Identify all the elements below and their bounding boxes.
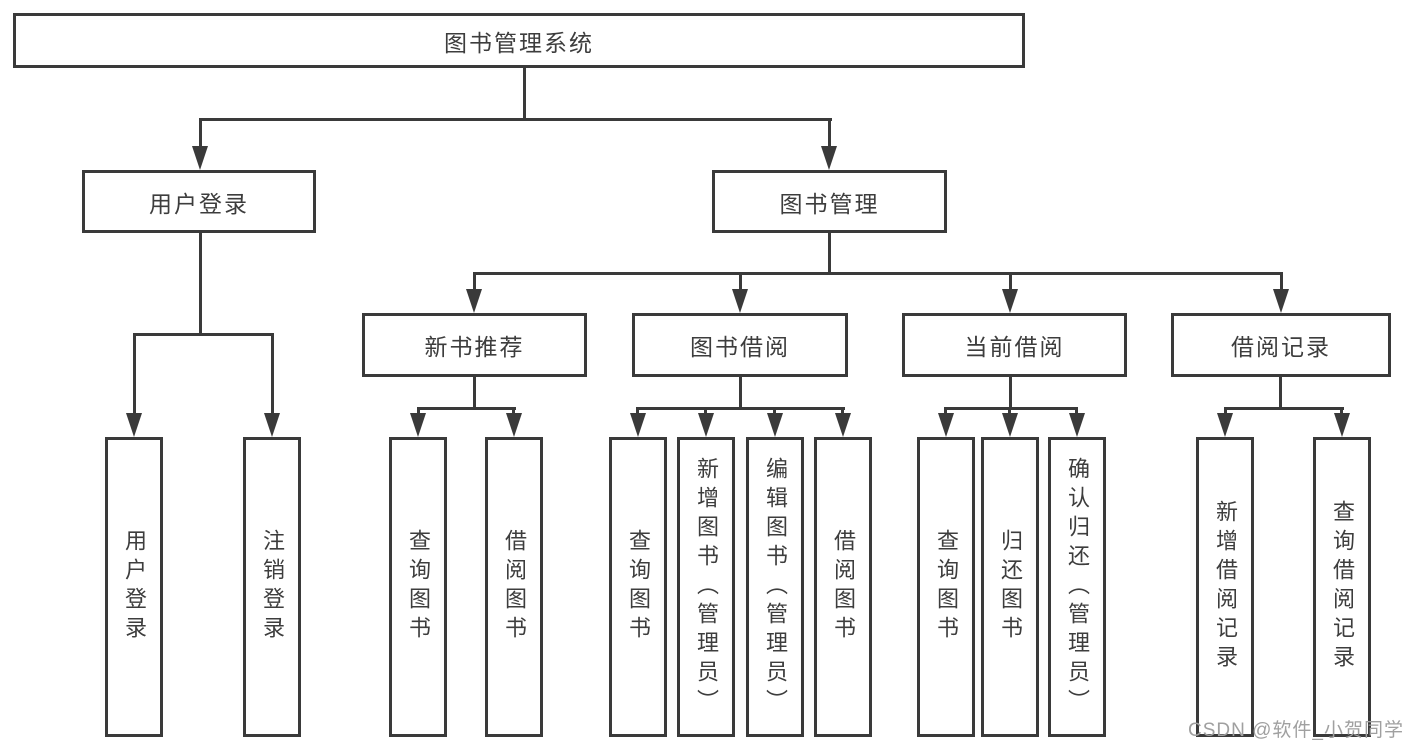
arrowhead-down bbox=[767, 413, 783, 437]
connector-to-leaf bbox=[271, 333, 274, 415]
node-book-borrow: 图书借阅 bbox=[632, 313, 848, 377]
arrowhead-down bbox=[264, 413, 280, 437]
leaf-edit-book-admin: 编辑图书（管理员） bbox=[746, 437, 804, 737]
leaf-logout-label: 注销登录 bbox=[260, 529, 285, 645]
arrowhead-down bbox=[732, 289, 748, 313]
connector-to-leaf bbox=[636, 407, 639, 416]
node-root: 图书管理系统 bbox=[13, 13, 1025, 68]
arrowhead-down bbox=[192, 146, 208, 170]
node-new-books: 新书推荐 bbox=[362, 313, 587, 377]
connector-to-user-login bbox=[199, 118, 202, 148]
leaf-add-borrow-record-label: 新增借阅记录 bbox=[1213, 500, 1238, 674]
arrowhead-down bbox=[1273, 289, 1289, 313]
connector-borrow-record-hline bbox=[1224, 407, 1344, 410]
connector-to-current-borrow bbox=[1009, 272, 1012, 292]
arrowhead-down bbox=[410, 413, 426, 437]
leaf-logout: 注销登录 bbox=[243, 437, 301, 737]
connector-user-login-stem bbox=[199, 233, 202, 336]
node-current-borrow-label: 当前借阅 bbox=[964, 334, 1065, 360]
leaf-query-books-current: 查询图书 bbox=[917, 437, 975, 737]
node-new-books-label: 新书推荐 bbox=[424, 334, 525, 360]
leaf-borrow-books-label: 借阅图书 bbox=[831, 529, 856, 645]
leaf-confirm-return-admin-label: 确认归还（管理员） bbox=[1065, 456, 1090, 718]
leaf-query-books-borrow-label: 查询图书 bbox=[626, 529, 651, 645]
leaf-add-book-admin-label: 新增图书（管理员） bbox=[694, 456, 719, 718]
connector-to-book-mgmt bbox=[828, 118, 831, 148]
connector-to-leaf bbox=[1008, 407, 1011, 416]
arrowhead-down bbox=[630, 413, 646, 437]
leaf-query-books-new: 查询图书 bbox=[389, 437, 447, 737]
connector-book-borrow-stem bbox=[739, 377, 742, 410]
leaf-confirm-return-admin: 确认归还（管理员） bbox=[1048, 437, 1106, 737]
leaf-query-books-new-label: 查询图书 bbox=[406, 529, 431, 645]
leaf-query-borrow-record: 查询借阅记录 bbox=[1313, 437, 1371, 737]
node-user-login-label: 用户登录 bbox=[149, 190, 249, 217]
connector-user-login-hline bbox=[133, 333, 274, 336]
arrowhead-down bbox=[698, 413, 714, 437]
connector-root-hline bbox=[199, 118, 832, 121]
node-current-borrow: 当前借阅 bbox=[902, 313, 1127, 377]
connector-to-leaf bbox=[944, 407, 947, 416]
leaf-user-login: 用户登录 bbox=[105, 437, 163, 737]
connector-root-stem bbox=[523, 68, 526, 121]
arrowhead-down bbox=[506, 413, 522, 437]
csdn-watermark: CSDN @软件_小贺同学 bbox=[1188, 720, 1404, 741]
connector-new-books-stem bbox=[473, 377, 476, 410]
arrowhead-down bbox=[1002, 413, 1018, 437]
node-user-login: 用户登录 bbox=[82, 170, 316, 233]
connector-to-leaf bbox=[133, 333, 136, 415]
arrowhead-down bbox=[1002, 289, 1018, 313]
connector-book-mgmt-hline bbox=[473, 272, 1283, 275]
leaf-edit-book-admin-label: 编辑图书（管理员） bbox=[763, 456, 788, 718]
connector-to-borrow-record bbox=[1280, 272, 1283, 292]
arrowhead-down bbox=[126, 413, 142, 437]
connector-new-books-hline bbox=[417, 407, 516, 410]
leaf-borrow-books-new: 借阅图书 bbox=[485, 437, 543, 737]
connector-to-leaf bbox=[417, 407, 420, 416]
node-root-label: 图书管理系统 bbox=[444, 29, 594, 56]
arrowhead-down bbox=[1334, 413, 1350, 437]
leaf-query-borrow-record-label: 查询借阅记录 bbox=[1330, 500, 1355, 674]
leaf-borrow-books: 借阅图书 bbox=[814, 437, 872, 737]
connector-to-leaf bbox=[841, 407, 844, 416]
node-book-mgmt: 图书管理 bbox=[712, 170, 947, 233]
leaf-add-book-admin: 新增图书（管理员） bbox=[677, 437, 735, 737]
arrowhead-down bbox=[938, 413, 954, 437]
node-book-borrow-label: 图书借阅 bbox=[690, 334, 790, 360]
connector-to-leaf bbox=[1075, 407, 1078, 416]
connector-to-leaf bbox=[773, 407, 776, 416]
arrowhead-down bbox=[1217, 413, 1233, 437]
connector-to-leaf bbox=[1340, 407, 1343, 416]
connector-borrow-record-stem bbox=[1279, 377, 1282, 410]
leaf-add-borrow-record: 新增借阅记录 bbox=[1196, 437, 1254, 737]
connector-book-mgmt-stem bbox=[828, 233, 831, 275]
connector-to-new-books bbox=[473, 272, 476, 292]
connector-to-leaf bbox=[704, 407, 707, 416]
leaf-return-book: 归还图书 bbox=[981, 437, 1039, 737]
connector-to-book-borrow bbox=[739, 272, 742, 292]
leaf-query-books-current-label: 查询图书 bbox=[934, 529, 959, 645]
arrowhead-down bbox=[1069, 413, 1085, 437]
leaf-user-login-label: 用户登录 bbox=[122, 529, 147, 645]
node-borrow-record-label: 借阅记录 bbox=[1231, 334, 1331, 360]
leaf-return-book-label: 归还图书 bbox=[998, 529, 1023, 645]
node-borrow-record: 借阅记录 bbox=[1171, 313, 1391, 377]
connector-to-leaf bbox=[512, 407, 515, 416]
arrowhead-down bbox=[821, 146, 837, 170]
connector-book-borrow-hline bbox=[636, 407, 845, 410]
connector-current-borrow-stem bbox=[1009, 377, 1012, 410]
node-book-mgmt-label: 图书管理 bbox=[779, 190, 880, 217]
leaf-borrow-books-new-label: 借阅图书 bbox=[502, 529, 527, 645]
arrowhead-down bbox=[835, 413, 851, 437]
arrowhead-down bbox=[466, 289, 482, 313]
connector-to-leaf bbox=[1224, 407, 1227, 416]
connector-current-borrow-hline bbox=[944, 407, 1078, 410]
leaf-query-books-borrow: 查询图书 bbox=[609, 437, 667, 737]
